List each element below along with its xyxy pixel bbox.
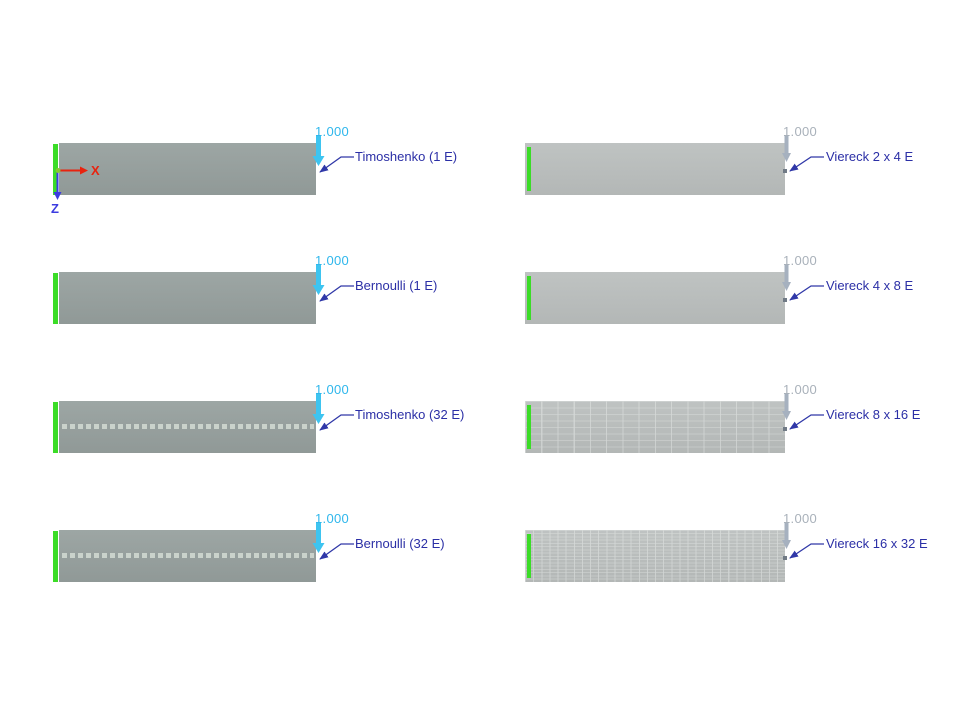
- load-value-label: 1.000: [315, 511, 350, 526]
- fixed-support-bar[interactable]: [53, 402, 58, 453]
- beam-callout-label: Viereck 2 x 4 E: [826, 149, 914, 164]
- fixed-support-bar[interactable]: [53, 273, 58, 324]
- fe-mesh-overlay: [525, 401, 785, 453]
- fixed-support-bar[interactable]: [527, 147, 531, 191]
- end-node-marker: [783, 169, 787, 173]
- end-node-marker: [783, 427, 787, 431]
- beam-viereck-2x4[interactable]: [525, 143, 785, 195]
- fixed-support-bar[interactable]: [53, 531, 58, 582]
- load-value-label: 1.000: [315, 124, 350, 139]
- beam-viereck-4x8[interactable]: [525, 272, 785, 324]
- beam-callout-label: Timoshenko (1 E): [355, 149, 458, 164]
- beam-viereck-8x16[interactable]: [525, 401, 785, 453]
- element-division-dashes: [62, 424, 314, 429]
- end-node-marker: [783, 556, 787, 560]
- beam-bernoulli-1e[interactable]: [59, 272, 316, 324]
- load-value-label: 1.000: [783, 382, 818, 397]
- z-axis-label: Z: [51, 201, 59, 216]
- x-axis-label: X: [91, 163, 100, 178]
- beam-callout-label: Timoshenko (32 E): [355, 407, 465, 422]
- beam-viereck-16x32[interactable]: [525, 530, 785, 582]
- load-value-label: 1.000: [783, 124, 818, 139]
- beam-callout-label: Bernoulli (1 E): [355, 278, 438, 293]
- load-value-label: 1.000: [315, 382, 350, 397]
- load-arrow: [782, 136, 791, 549]
- fixed-support-bar[interactable]: [527, 405, 531, 449]
- fe-mesh-overlay: [525, 530, 785, 582]
- fixed-support-bar[interactable]: [53, 144, 58, 195]
- load-value-label: 1.000: [783, 511, 818, 526]
- beam-callout-label: Bernoulli (32 E): [355, 536, 445, 551]
- fixed-support-bar[interactable]: [527, 276, 531, 320]
- beam-timoshenko-1e[interactable]: [59, 143, 316, 195]
- element-division-dashes: [62, 553, 314, 558]
- callout-leader-arrow: [319, 156, 824, 560]
- end-node-marker: [783, 298, 787, 302]
- beam-callout-label: Viereck 16 x 32 E: [826, 536, 928, 551]
- beam-callout-label: Viereck 4 x 8 E: [826, 278, 914, 293]
- load-value-label: 1.000: [315, 253, 350, 268]
- beam-callout-label: Viereck 8 x 16 E: [826, 407, 921, 422]
- load-value-label: 1.000: [783, 253, 818, 268]
- load-arrow: [312, 136, 325, 553]
- fixed-support-bar[interactable]: [527, 534, 531, 578]
